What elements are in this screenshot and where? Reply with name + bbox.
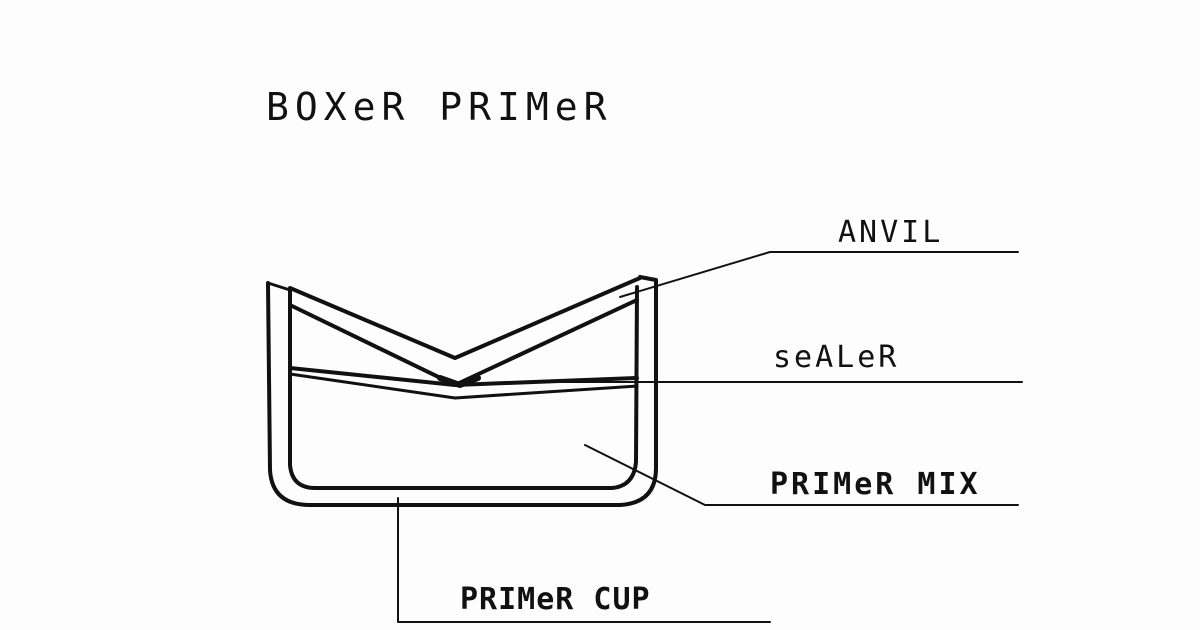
primer-cup-rim-left (266, 281, 292, 292)
sealer-layer-lower (288, 372, 639, 400)
leader-line-anvil (619, 251, 1019, 298)
label-sealer: seALeR (773, 340, 900, 375)
label-primer-mix: PRIMeR MIX (770, 467, 981, 502)
diagram-title: BOXeR PRIMeR (266, 85, 613, 129)
primer-cup-outer-wall (266, 275, 658, 507)
primer-cup-inner-wall (288, 285, 639, 490)
label-anvil: ANVIL (838, 215, 944, 250)
anvil-shape-upper (288, 276, 642, 360)
anvil-tip-blob (437, 375, 481, 388)
label-primer-cup: PRIMeR CUP (460, 582, 651, 617)
leader-line-primer-cup (397, 497, 771, 623)
leader-line-primer-mix (584, 444, 1019, 506)
